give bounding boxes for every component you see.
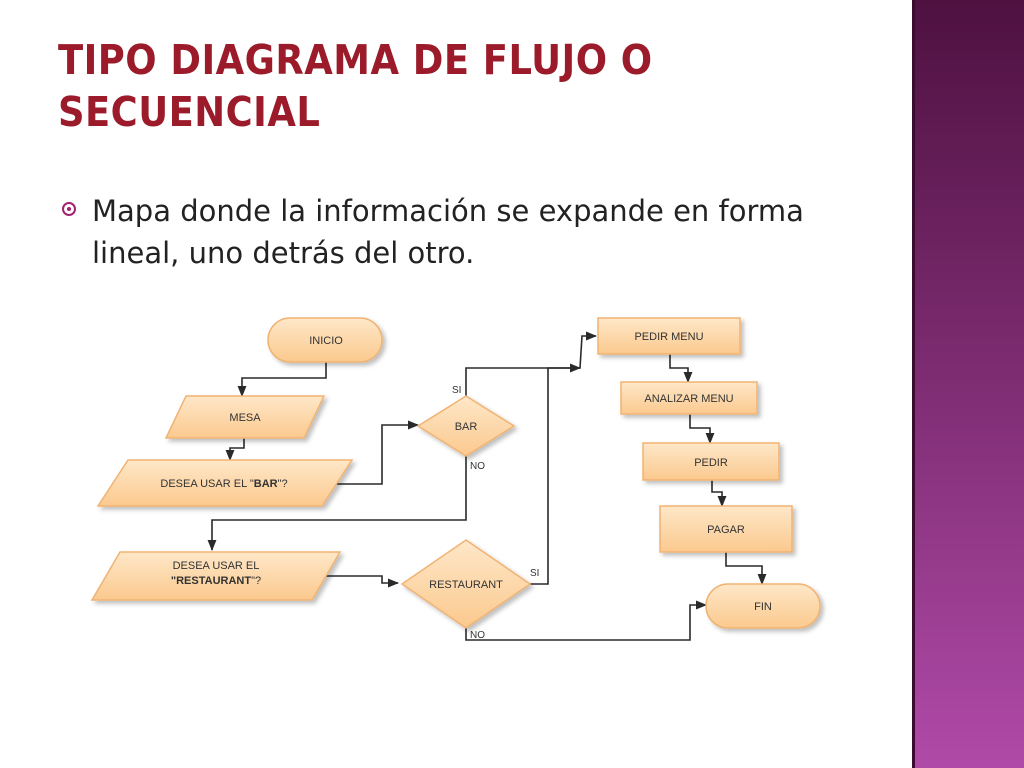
node-inicio-label: INICIO [309, 335, 343, 347]
node-bar [416, 395, 516, 457]
node-fin-label: FIN [754, 601, 772, 613]
edge-desea-restaurant-to-restaurant [310, 575, 400, 588]
node-mesa [164, 395, 326, 439]
edge-mesa-to-desea-bar [225, 438, 245, 462]
node-pedir-menu [597, 317, 741, 355]
node-desea-restaurant-line-1: DESEA USAR EL [173, 560, 260, 572]
edge-pedir-to-pagar [711, 480, 727, 508]
edge-restaurant-si-to-pedir-menu [530, 331, 598, 585]
edge-analizar-menu-to-pedir [689, 414, 715, 445]
node-restaurant-label: RESTAURANT [429, 579, 503, 591]
edge-restaurant-no-to-fin [465, 600, 708, 641]
slide-title: TIPO DIAGRAMA DE FLUJO O SECUENCIAL [58, 34, 796, 138]
node-analizar-menu [620, 381, 758, 415]
node-fin [705, 583, 821, 629]
node-restaurant [400, 539, 532, 629]
edge-label-bar-si: SI [452, 385, 461, 396]
slide-title-line-1: TIPO DIAGRAMA DE FLUJO O [58, 36, 653, 84]
slide-title-line-2: SECUENCIAL [58, 88, 321, 136]
edge-pedir-menu-to-analizar-menu [669, 354, 693, 384]
node-desea-restaurant-line-2: "RESTAURANT"? [171, 575, 261, 587]
node-bar-label: BAR [455, 421, 478, 433]
node-pedir [642, 442, 780, 481]
bullet-text: Mapa donde la información se expande en … [92, 194, 804, 270]
node-desea-restaurant [90, 551, 342, 601]
edge-bar-no-to-desea-restaurant [207, 456, 467, 552]
node-analizar-menu-label: ANALIZAR MENU [644, 393, 733, 405]
node-inicio [267, 317, 383, 363]
node-mesa-label: MESA [229, 412, 261, 424]
edge-inicio-to-mesa [237, 362, 327, 398]
edge-label-restaurant-no: NO [470, 630, 485, 641]
node-pedir-menu-label: PEDIR MENU [634, 331, 703, 343]
node-pagar [659, 505, 793, 553]
node-desea-bar [96, 459, 354, 507]
node-desea-bar-label: DESEA USAR EL "BAR"? [160, 478, 287, 490]
node-pagar-label: PAGAR [707, 524, 745, 536]
edge-bar-si-to-pedir-menu [465, 363, 582, 396]
edge-label-restaurant-si: SI [530, 568, 539, 579]
bullet-circle-icon [62, 202, 76, 216]
edge-desea-bar-to-bar [318, 420, 420, 485]
edge-pagar-to-fin [725, 552, 767, 586]
node-pedir-label: PEDIR [694, 457, 728, 469]
edge-label-bar-no: NO [470, 461, 485, 472]
decorative-side-band [912, 0, 1024, 768]
flowchart-edges [207, 331, 767, 641]
